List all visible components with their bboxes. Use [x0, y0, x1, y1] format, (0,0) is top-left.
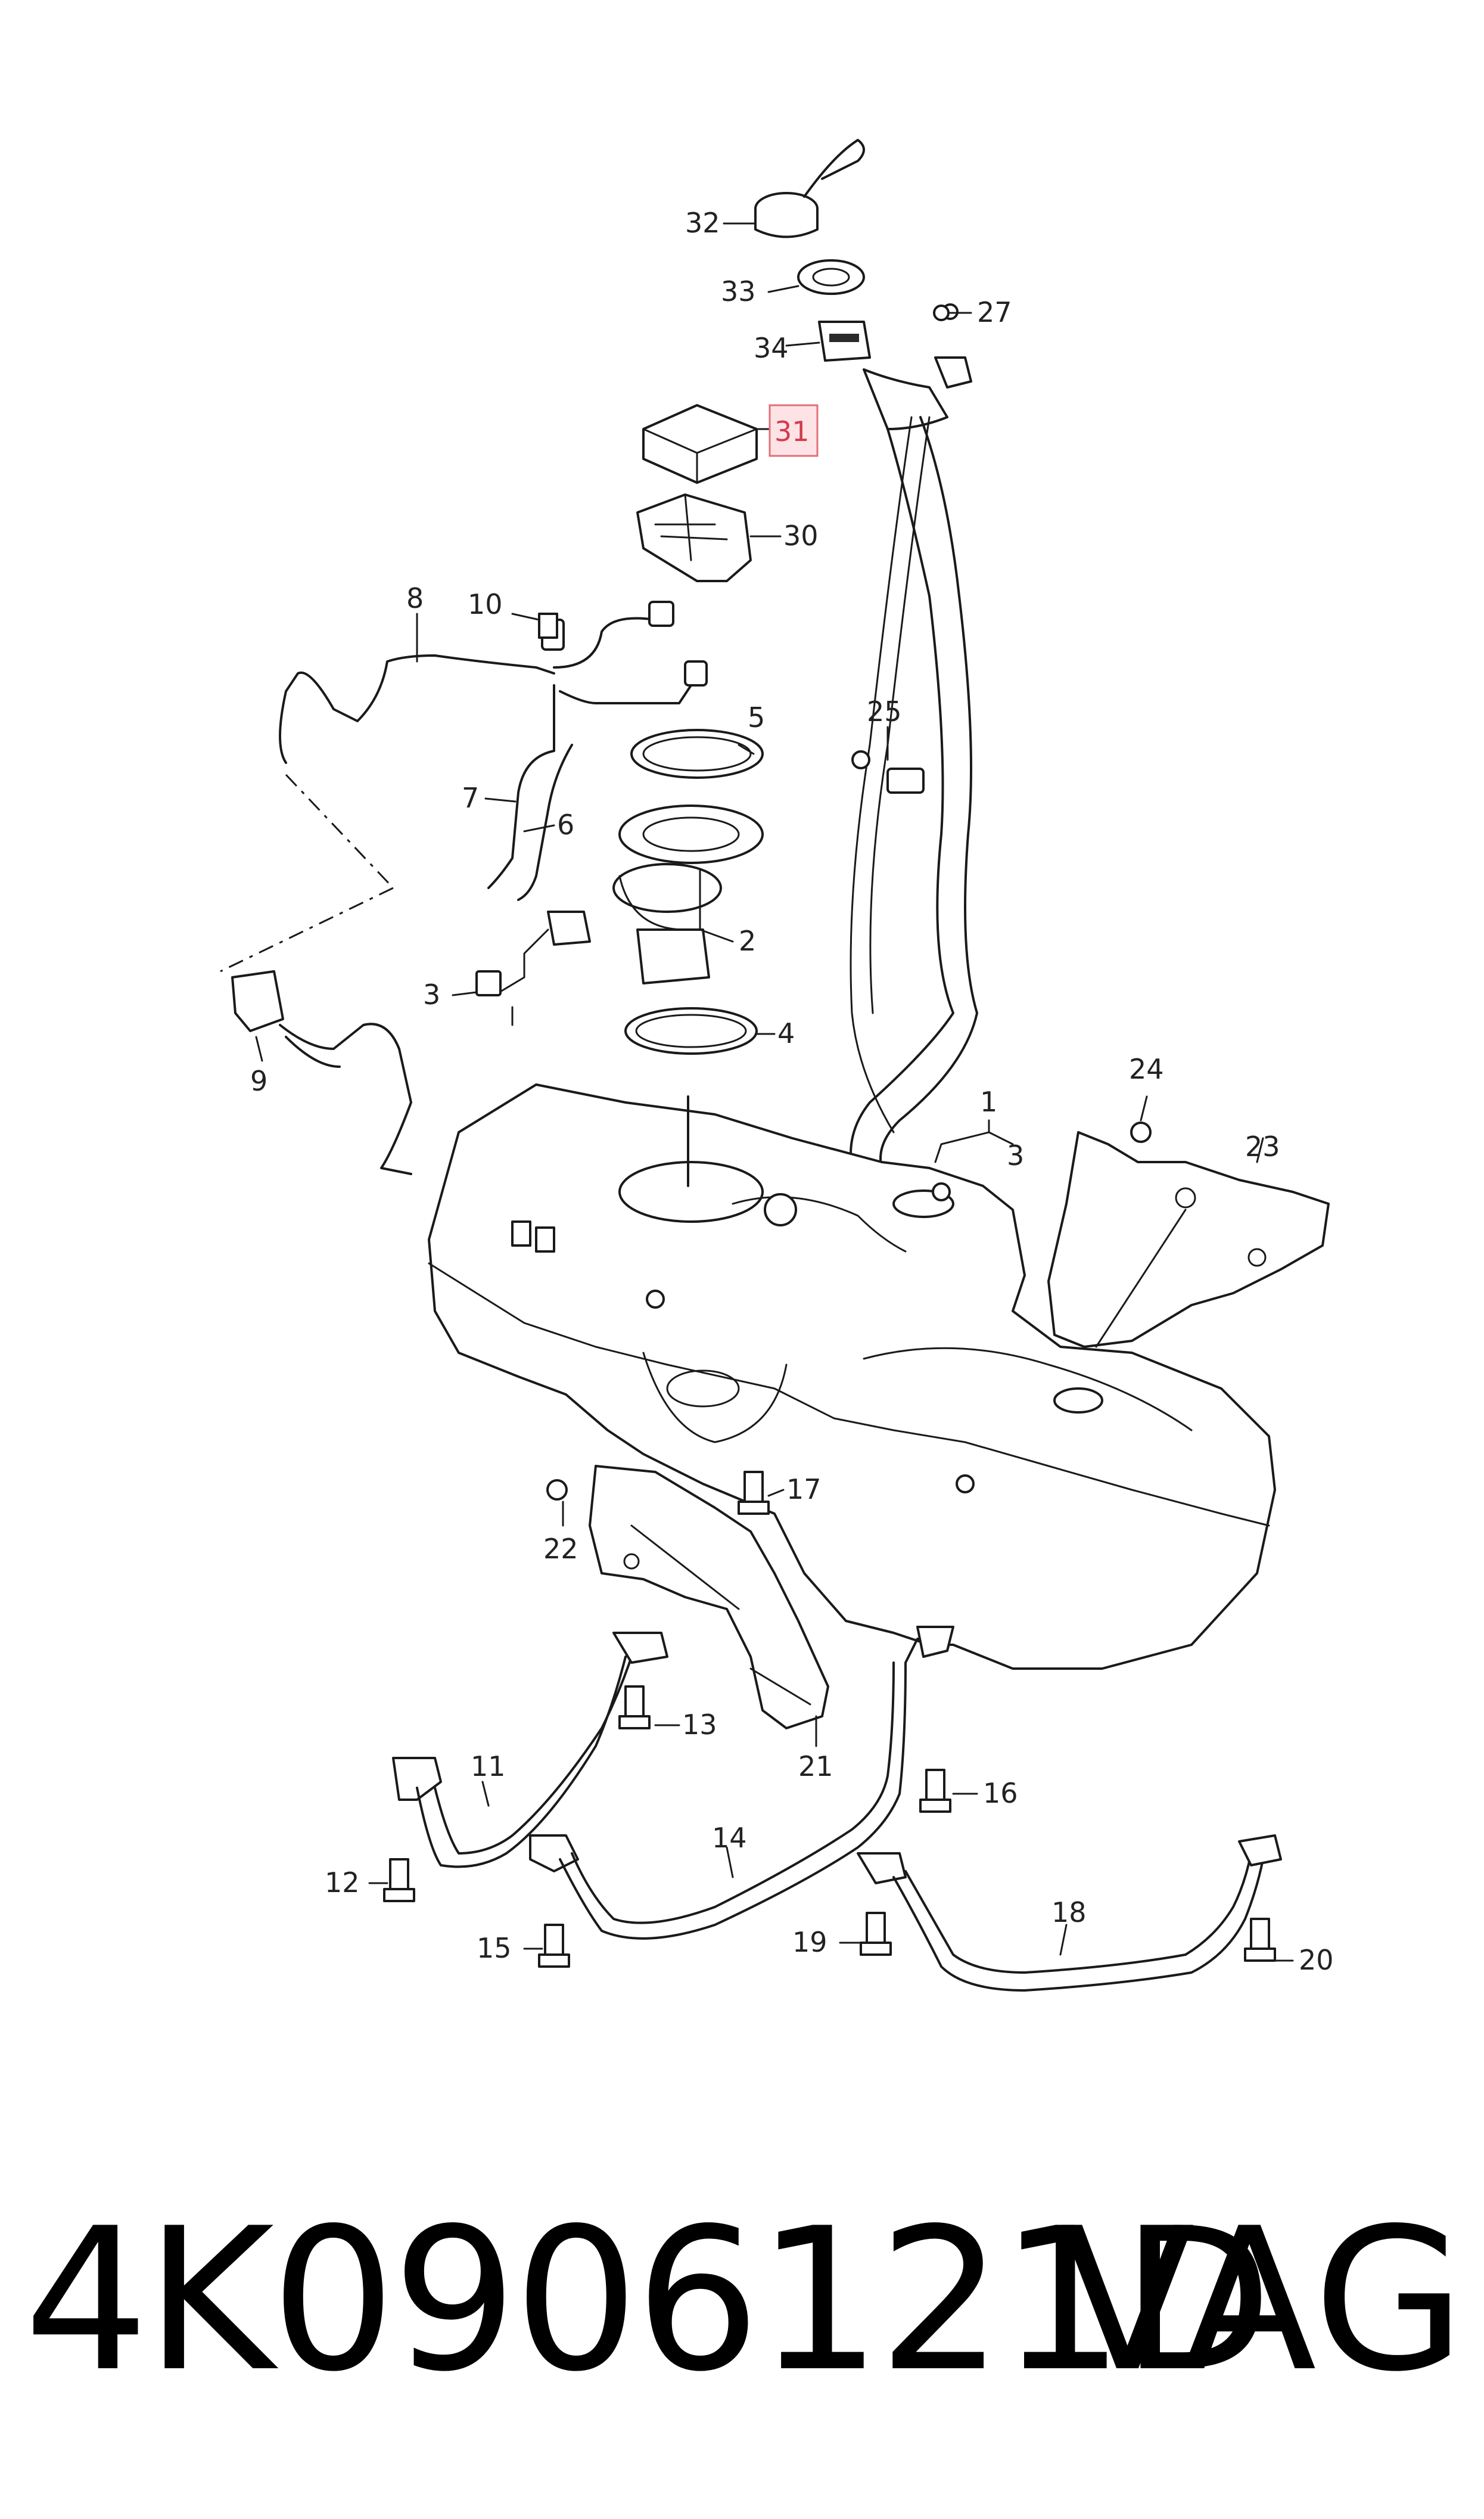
fuel-filler-cap — [754, 139, 865, 238]
callout-31-highlight — [769, 404, 819, 457]
sender-sensor — [231, 970, 412, 1175]
callout-leaders — [255, 222, 1294, 1962]
callout-11: 11 — [471, 1750, 506, 1782]
callout-13: 13 — [682, 1709, 717, 1741]
callout-17: 17 — [786, 1473, 822, 1505]
callout-14: 14 — [712, 1822, 747, 1854]
callout-20: 20 — [1299, 1944, 1334, 1976]
locking-ring-5 — [630, 729, 764, 779]
callout-2: 2 — [739, 925, 756, 957]
callout-7: 7 — [462, 782, 479, 814]
callout-3b: 3 — [1007, 1139, 1024, 1172]
bolt-12 — [383, 1858, 415, 1902]
callout-18: 18 — [1051, 1896, 1087, 1928]
bolt-10 — [538, 613, 558, 639]
callout-32: 32 — [685, 207, 720, 239]
callout-6: 6 — [557, 809, 574, 841]
callout-23: 23 — [1245, 1130, 1280, 1163]
callout-22: 22 — [543, 1533, 578, 1565]
tank-strap-11 — [392, 1632, 668, 1868]
bolt-17 — [738, 1471, 770, 1515]
callout-10: 10 — [468, 588, 503, 620]
filler-seal-ring — [797, 259, 865, 295]
bolt-27 — [933, 305, 950, 321]
tank-strap-18 — [857, 1834, 1282, 1992]
callout-16: 16 — [983, 1777, 1018, 1809]
bolt-13 — [618, 1685, 651, 1729]
callout-5: 5 — [748, 701, 765, 734]
callout-15: 15 — [477, 1932, 512, 1964]
fuel-pump-module — [612, 805, 764, 984]
part-caption: 4K0906121D VAG — [24, 2181, 1466, 2419]
callout-30: 30 — [783, 520, 819, 552]
callout-1: 1 — [980, 1086, 997, 1118]
callout-33: 33 — [721, 275, 756, 308]
tank-mounting-bracket — [589, 1465, 829, 1729]
callout-3: 3 — [423, 979, 440, 1011]
nut-22 — [546, 1479, 568, 1501]
bolt-15 — [538, 1924, 570, 1968]
callout-9: 9 — [250, 1065, 267, 1097]
callout-4: 4 — [777, 1017, 795, 1049]
filler-neck-pipe — [850, 368, 978, 1169]
filler-neck-insert — [818, 321, 871, 362]
callout-27: 27 — [977, 296, 1012, 328]
part-number: 4K0906121D — [24, 2186, 1273, 2415]
heat-shield — [1047, 1131, 1330, 1348]
bolt-16 — [919, 1769, 951, 1813]
callout-25: 25 — [867, 695, 902, 728]
callout-12: 12 — [325, 1866, 360, 1899]
fuel-pump-control-unit — [642, 404, 758, 484]
nut-24 — [1130, 1122, 1152, 1143]
bolt-25 — [851, 750, 870, 769]
wiring-connector — [475, 911, 591, 1026]
tank-strap-14 — [529, 1626, 954, 1940]
seal-ring-4 — [624, 1007, 758, 1055]
callout-8: 8 — [406, 582, 424, 614]
callout-19: 19 — [792, 1926, 827, 1958]
callout-31: 31 — [774, 415, 810, 448]
bolt-20 — [1244, 1918, 1276, 1962]
callout-34: 34 — [754, 332, 789, 364]
control-unit-bracket — [636, 493, 752, 582]
fuel-tank — [428, 1083, 1276, 1670]
callout-21: 21 — [798, 1750, 833, 1782]
fuel-supply-lines — [279, 601, 708, 901]
sensor-reference-line — [220, 774, 394, 973]
bolt-19 — [860, 1912, 892, 1956]
fuel-tank-exploded-diagram: 32 33 34 27 31 30 8 10 5 25 7 6 2 3 4 9 … — [220, 139, 1334, 1992]
brand-name: VAG — [1060, 2186, 1466, 2415]
callout-24: 24 — [1129, 1053, 1164, 1085]
filler-bracket — [934, 303, 972, 389]
